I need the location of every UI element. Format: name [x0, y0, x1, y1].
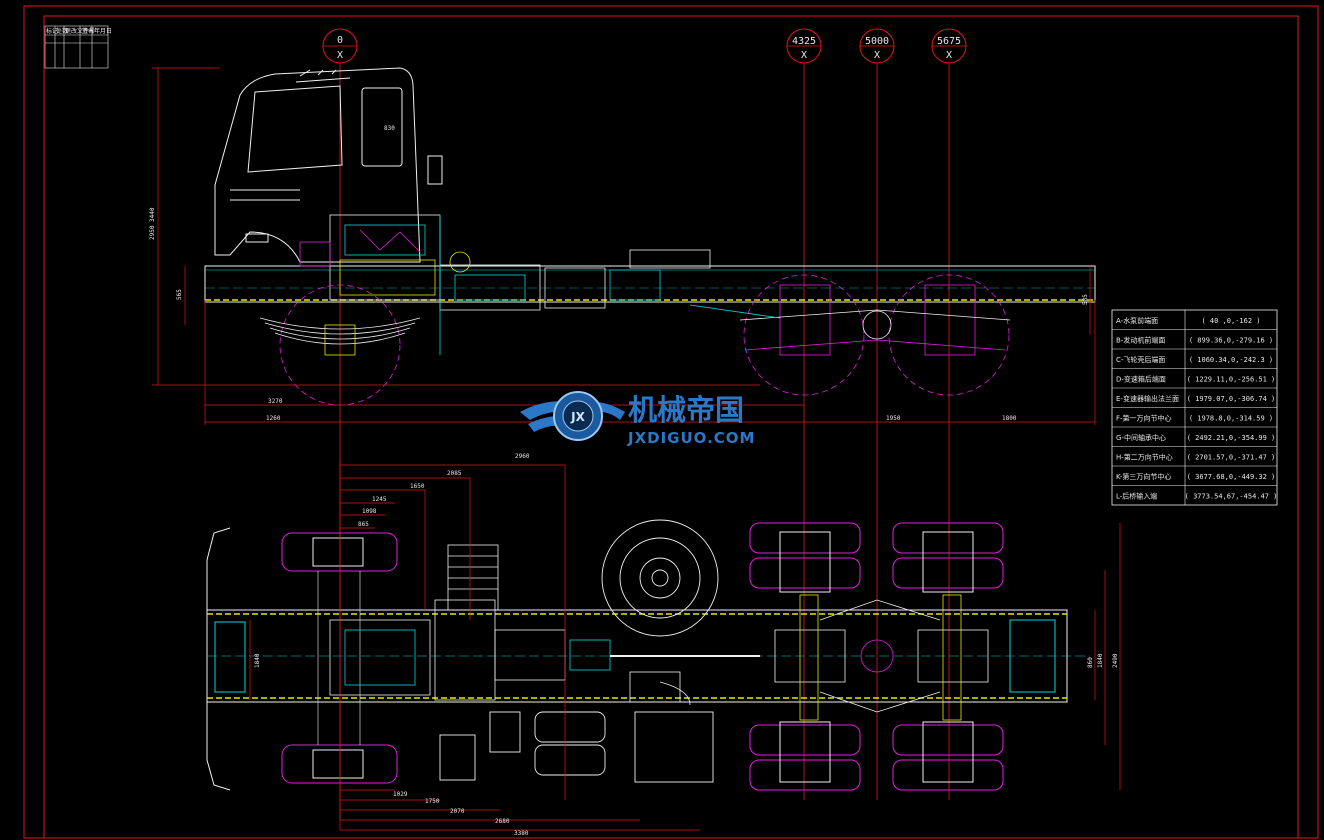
rev-cell: 更改文件号	[65, 27, 95, 35]
table-row-coords: ( 2492.21,0,-354.99 )	[1187, 434, 1276, 442]
table-row-name: G-中间轴承中心	[1116, 433, 1166, 442]
dim-bottom-1: 1750	[425, 798, 440, 805]
dim-right-0: 860	[1087, 657, 1094, 668]
front-bumper	[206, 527, 231, 791]
engine-top	[329, 544, 760, 706]
watermark-text-cn: 机械帝国	[628, 393, 744, 427]
svg-text:5675: 5675	[937, 36, 961, 47]
fuel-air-tanks	[439, 711, 714, 783]
svg-text:4325: 4325	[792, 36, 816, 47]
rev-cell: 年月日	[94, 27, 112, 35]
dim-cab-height: 2950 3440	[149, 207, 156, 240]
cab-outline	[214, 67, 443, 263]
svg-text:5000: 5000	[865, 36, 889, 47]
points-table: A-水泵前端面 ( 40 ,0,-162 ) B-发动机前端面 ( 899.36,0,…	[1111, 309, 1278, 506]
table-row-coords: ( 2701.57,0,-371.47 )	[1187, 454, 1276, 462]
top-view: 2960 2085 1650 1245 1098 865 1029 1750 2…	[206, 453, 1121, 837]
watermark-text-en: JXDIGUO.COM	[627, 429, 755, 447]
balloon-4325: 4325 X	[786, 28, 822, 64]
dim-bottom-0: 1029	[393, 791, 408, 798]
spare-wheel	[601, 519, 719, 637]
gear-badge-icon: JX	[553, 391, 603, 441]
engine-side	[299, 214, 711, 355]
dim-frame-right: 585	[1082, 294, 1089, 305]
dim-run-2: 1650	[410, 483, 425, 490]
svg-text:X: X	[946, 50, 952, 61]
balloon-5675: 5675 X	[931, 28, 967, 64]
table-row-name: K-第三万向节中心	[1116, 472, 1171, 481]
table-row-coords: ( 1978.8,0,-314.59 )	[1189, 415, 1273, 423]
table-row-name: H-第二万向节中心	[1116, 453, 1173, 462]
dim-run-0: 2960	[515, 453, 530, 460]
rear-axles-side	[689, 274, 1011, 396]
dim-right-1: 1840	[1097, 653, 1104, 668]
side-dimensions	[152, 67, 1096, 425]
svg-text:X: X	[801, 50, 807, 61]
table-row-coords: ( 1979.07,0,-306.74 )	[1187, 395, 1276, 403]
dim-run-1: 2085	[447, 470, 462, 477]
dim-bottom-3: 2680	[495, 818, 510, 825]
balloon-0: 0 X	[322, 28, 358, 64]
top-dimensions	[249, 458, 1121, 831]
revision-block	[44, 25, 109, 69]
table-row-coords: ( 40 ,0,-162 )	[1201, 317, 1260, 325]
svg-text:X: X	[874, 50, 880, 61]
frame-side	[204, 265, 1096, 303]
table-row-name: E-变速器输出法兰面	[1116, 394, 1179, 403]
svg-text:X: X	[337, 50, 343, 61]
rear-axle-housing	[774, 594, 989, 721]
dim-frame-left: 565	[176, 289, 183, 300]
dim-mid: 1950	[886, 415, 901, 422]
dim-top-small: 830	[384, 125, 395, 132]
rev-cell: 处数	[56, 27, 68, 35]
position-balloons: 0 X 4325 X 5000 X 5675 X	[322, 28, 967, 64]
side-view: 2950 3440 565 585 830 3270 1260 1950 180…	[149, 67, 1096, 425]
rev-cell: 签名	[82, 27, 94, 35]
table-row-name: A-水泵前端面	[1116, 316, 1158, 325]
table-row-coords: ( 1229.11,0,-256.51 )	[1187, 376, 1276, 384]
rear-tires-top	[749, 522, 1004, 791]
dim-rear: 1800	[1002, 415, 1017, 422]
dim-overall: 1260	[266, 415, 281, 422]
table-row-name: L-后桥输入端	[1116, 492, 1157, 501]
table-row-name: D-变速箱后端面	[1116, 375, 1166, 384]
dim-run-3: 1245	[372, 496, 387, 503]
dim-front-width: 1840	[254, 653, 261, 668]
svg-text:0: 0	[337, 35, 343, 46]
table-row-coords: ( 1060.34,0,-242.3 )	[1189, 356, 1273, 364]
dim-bottom-2: 2070	[450, 808, 465, 815]
dim-axle1: 3270	[268, 398, 283, 405]
watermark-logo: JX 机械帝国 JXDIGUO.COM	[520, 391, 755, 447]
dim-right-2: 2490	[1112, 653, 1119, 668]
table-row-name: C-飞轮壳后端面	[1116, 355, 1165, 364]
table-row-coords: ( 899.36,0,-279.16 )	[1189, 337, 1273, 345]
table-row-coords: ( 3677.68,0,-449.32 )	[1187, 473, 1276, 481]
dim-run-5: 865	[358, 521, 369, 528]
svg-text:JX: JX	[570, 410, 585, 424]
revision-labels: 标记 处数 更改文件号 签名 年月日	[46, 27, 112, 35]
rev-cell: 标记	[46, 27, 58, 35]
balloon-5000: 5000 X	[859, 28, 895, 64]
table-row-name: F-第一万向节中心	[1116, 414, 1172, 423]
table-row-name: B-发动机前端面	[1116, 336, 1165, 345]
dim-bottom-4: 3380	[514, 830, 529, 837]
sheet-frame	[23, 5, 1319, 839]
front-tires-top	[281, 532, 398, 784]
dim-run-4: 1098	[362, 508, 377, 515]
table-row-coords: ( 3773.54,67,-454.47 )	[1185, 493, 1278, 501]
